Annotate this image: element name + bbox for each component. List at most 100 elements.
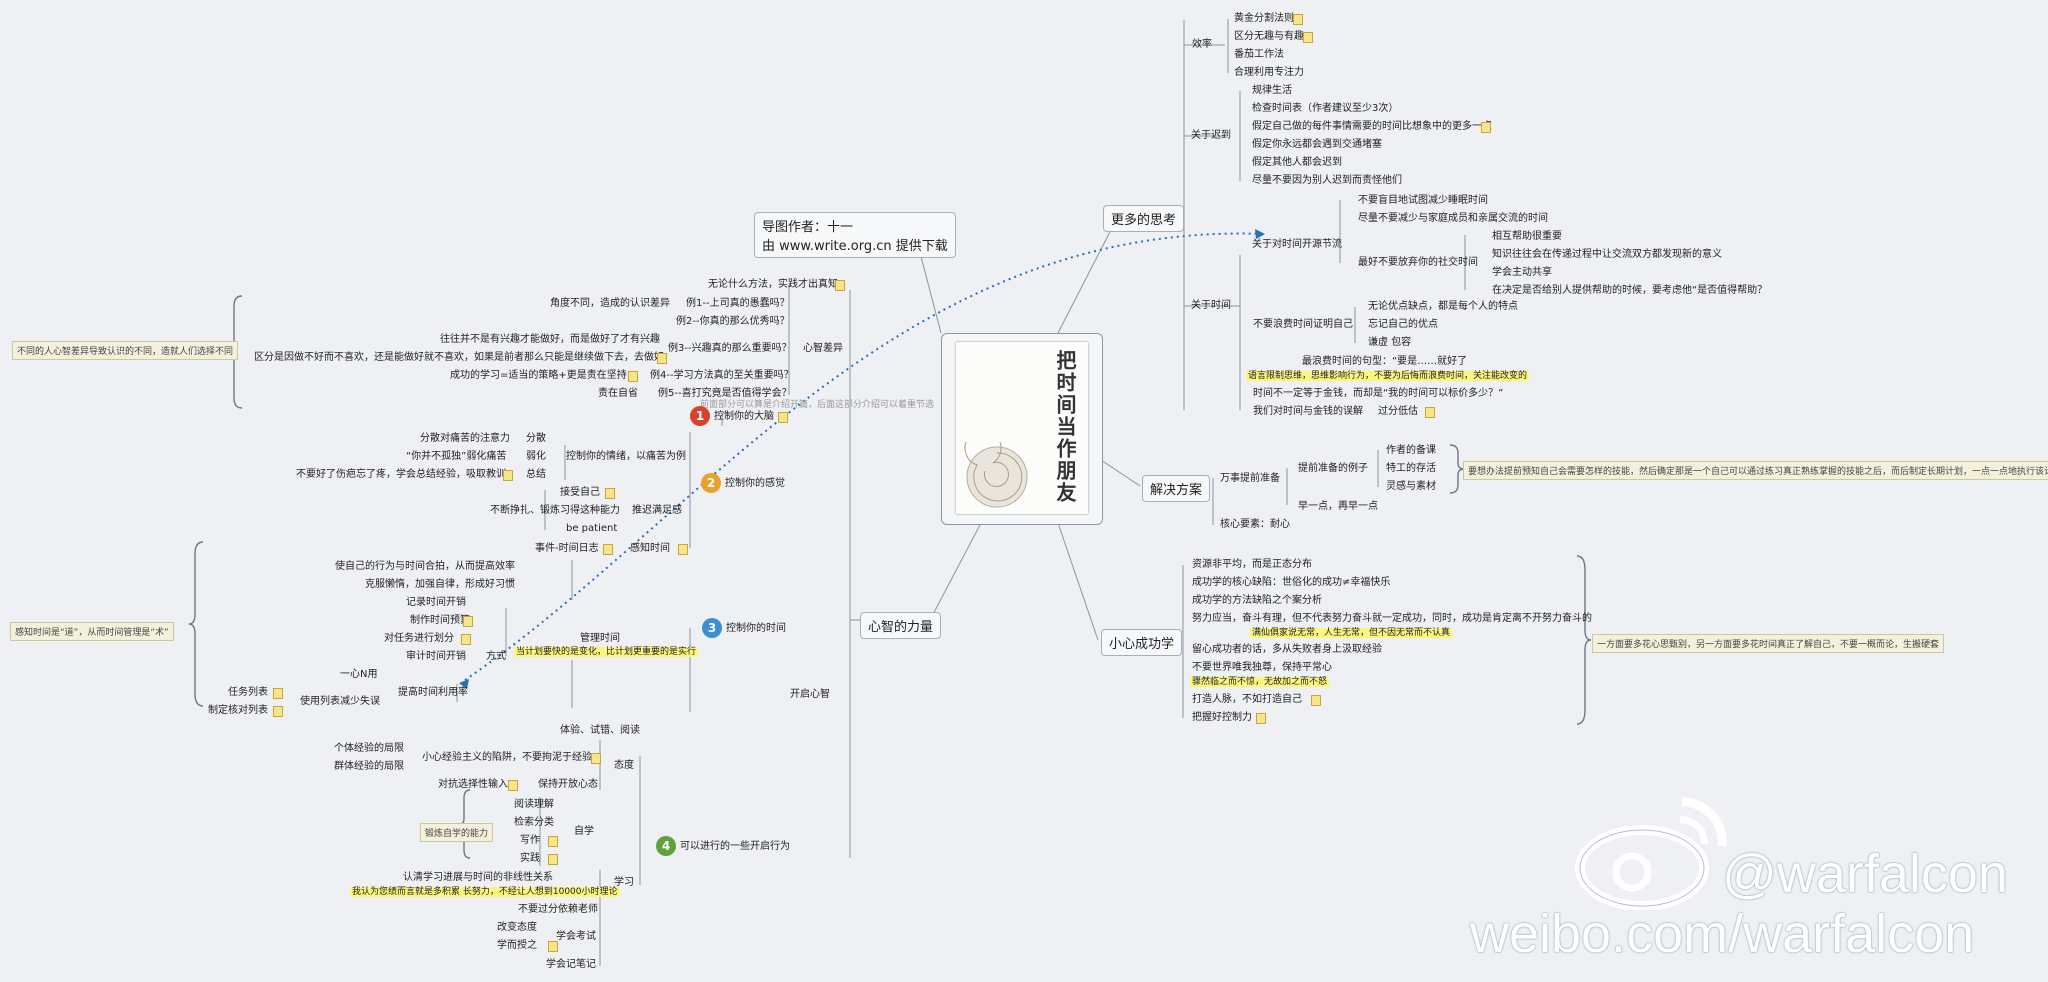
learn-item[interactable]: 不要过分依赖老师 — [518, 904, 598, 915]
branch-more-thoughts[interactable]: 更多的思考 — [1103, 205, 1185, 232]
efficiency-label[interactable]: 效率 — [1192, 39, 1212, 50]
social-item[interactable]: 在决定是否给别人提供帮助的时候，要考虑他“是否值得帮助？ — [1492, 285, 1768, 296]
branch-power-of-mind[interactable]: 心智的力量 — [860, 612, 942, 639]
central-topic-book[interactable]: 把时间当作朋友 — [941, 333, 1103, 525]
note-icon[interactable] — [273, 688, 283, 699]
pain-desc[interactable]: 分散对痛苦的注意力 — [420, 433, 510, 444]
note-icon[interactable] — [591, 753, 601, 764]
open-item[interactable]: 尽量不要减少与家庭成员和亲属交流的时间 — [1358, 213, 1548, 224]
diff-item[interactable]: 无论什么方法，实践才出真知 — [708, 279, 838, 290]
example-item[interactable]: 特工的存活 — [1386, 463, 1436, 474]
success-item[interactable]: 打造人脉，不如打造自己 — [1192, 694, 1302, 705]
diff-item[interactable]: 例4--学习方法真的至关重要吗？ — [650, 370, 794, 381]
learn-label[interactable]: 学习 — [614, 877, 634, 888]
overestimate-label[interactable]: 过分低估 — [1378, 406, 1418, 417]
late-item[interactable]: 尽量不要因为别人迟到而责怪他们 — [1252, 175, 1402, 186]
actions-label[interactable]: 可以进行的一些开启行为 — [680, 841, 790, 852]
attitude-label[interactable]: 态度 — [614, 760, 634, 771]
note-icon[interactable] — [657, 353, 667, 364]
ctrl-time-label[interactable]: 控制你的时间 — [726, 623, 786, 634]
accept-label[interactable]: 接受自己 — [560, 487, 600, 498]
improve-item[interactable]: 一心N用 — [340, 669, 378, 680]
diff-item[interactable]: 例1--上司真的愚蠢吗？ — [686, 298, 790, 309]
sense-desc[interactable]: 事件-时间日志 — [535, 543, 599, 554]
angle-label[interactable]: 角度不同，造成的认识差异 — [550, 298, 670, 309]
note-icon[interactable] — [461, 634, 471, 645]
exp-item[interactable]: 个体经验的局限 — [334, 743, 404, 754]
list-item[interactable]: 任务列表 — [228, 687, 268, 698]
delay-label[interactable]: 推迟满足感 — [632, 505, 682, 516]
self-item[interactable]: 阅读理解 — [514, 799, 554, 810]
example-item[interactable]: 灵感与素材 — [1386, 481, 1436, 492]
note-icon[interactable] — [1425, 407, 1435, 418]
open-item[interactable]: 不要盲目地试图减少睡眠时间 — [1358, 195, 1488, 206]
pain-desc[interactable]: “你并不孤独”弱化痛苦 — [406, 451, 507, 462]
success-item[interactable]: 留心成功者的话，多从失败者身上汲取经验 — [1192, 644, 1382, 655]
be-patient-label[interactable]: be patient — [566, 523, 618, 534]
list-item[interactable]: 制定核对列表 — [208, 705, 268, 716]
note-icon[interactable] — [678, 544, 688, 555]
note-icon[interactable] — [548, 941, 558, 952]
branch-be-careful-success[interactable]: 小心成功学 — [1101, 629, 1183, 656]
method-item[interactable]: 记录时间开销 — [406, 597, 466, 608]
about-time-label[interactable]: 关于时间 — [1191, 300, 1231, 311]
method-item[interactable]: 对任务进行划分 — [384, 633, 454, 644]
misunderstand-label[interactable]: 我们对时间与金钱的误解 — [1253, 406, 1363, 417]
method-label[interactable]: 方式 — [486, 651, 506, 662]
ctrl-brain-label[interactable]: 控制你的大脑 — [714, 411, 774, 422]
note-icon[interactable] — [548, 836, 558, 847]
learn-item[interactable]: 学会考试 — [556, 931, 596, 942]
early-label[interactable]: 早一点，再早一点 — [1298, 501, 1378, 512]
open-item[interactable]: 最好不要放弃你的社交时间 — [1358, 257, 1478, 268]
attitude-item[interactable]: 体验、试错、阅读 — [560, 725, 640, 736]
note-icon[interactable] — [835, 280, 845, 291]
note-icon[interactable] — [1311, 695, 1321, 706]
core-label[interactable]: 核心要素：耐心 — [1220, 519, 1290, 530]
improve-label[interactable]: 提高时间利用率 — [398, 687, 468, 698]
money-label[interactable]: 时间不一定等于金钱，而却是“我的时间可以标价多少？” — [1253, 388, 1504, 399]
branch-solutions[interactable]: 解决方案 — [1142, 475, 1211, 502]
self-item[interactable]: 实践 — [520, 853, 540, 864]
success-item[interactable]: 资源非平均，而是正态分布 — [1192, 559, 1312, 570]
open-mind-label[interactable]: 开启心智 — [790, 689, 830, 700]
note-icon[interactable] — [1293, 14, 1303, 25]
example-item[interactable]: 作者的备课 — [1386, 445, 1436, 456]
late-item[interactable]: 假定自己做的每件事情需要的时间比想象中的更多一点 — [1252, 121, 1492, 132]
note-icon[interactable] — [548, 854, 558, 865]
prove-item[interactable]: 无论优点缺点，都是每个人的特点 — [1368, 301, 1518, 312]
learn-highlight[interactable]: 我认为您绩而言就是多积累 长努力，不经让人想到10000小时理论 — [350, 885, 620, 899]
pain-item[interactable]: 分散 — [526, 433, 546, 444]
examples-label[interactable]: 提前准备的例子 — [1298, 463, 1368, 474]
ctrl-emotion-label[interactable]: 控制你的情绪，以痛苦为例 — [566, 451, 686, 462]
against-label[interactable]: 对抗选择性输入 — [438, 779, 508, 790]
note-icon[interactable] — [603, 544, 613, 555]
manage-desc[interactable]: 使自己的行为与时间合拍，从而提高效率 — [335, 561, 515, 572]
success-item[interactable]: 成功学的方法缺陷之个案分析 — [1192, 595, 1322, 606]
efficiency-item[interactable]: 番茄工作法 — [1234, 49, 1284, 60]
exam-item[interactable]: 学而授之 — [497, 940, 537, 951]
late-item[interactable]: 规律生活 — [1252, 85, 1292, 96]
social-item[interactable]: 学会主动共享 — [1492, 267, 1552, 278]
success-item[interactable]: 不要世界唯我独尊，保持平常心 — [1192, 662, 1332, 673]
pain-item[interactable]: 总结 — [526, 469, 546, 480]
note-icon[interactable] — [503, 470, 513, 481]
author-note-box[interactable]: 导图作者：十一 由 www.write.org.cn 提供下载 — [754, 212, 956, 258]
note-icon[interactable] — [463, 616, 473, 627]
prove-item[interactable]: 谦虚 包容 — [1368, 337, 1412, 348]
pain-desc[interactable]: 不要好了伤疤忘了疼，学会总结经验，吸取教训 — [296, 469, 506, 480]
improve-item[interactable]: 使用列表减少失误 — [300, 696, 380, 707]
note-icon[interactable] — [508, 780, 518, 791]
note-icon[interactable] — [628, 371, 638, 382]
attitude-item[interactable]: 保持开放心态 — [538, 779, 598, 790]
study-formula[interactable]: 成功的学习=适当的策略+更是责在坚持 — [450, 370, 627, 381]
exp-item[interactable]: 群体经验的局限 — [334, 761, 404, 772]
late-item[interactable]: 假定你永远都会遇到交通堵塞 — [1252, 139, 1382, 150]
learn-item[interactable]: 认清学习进展与时间的非线性关系 — [403, 872, 553, 883]
waste-highlight[interactable]: 语言限制思维，思维影响行为，不要为后悔而浪费时间，关注能改变的 — [1246, 369, 1530, 383]
efficiency-item[interactable]: 黄金分割法则 — [1234, 13, 1294, 24]
success-highlight-2[interactable]: 骤然临之而不惊，无故加之而不怒 — [1190, 675, 1330, 689]
plan-highlight[interactable]: 当计划要快的是变化，比计划更重要的是实行 — [514, 645, 699, 659]
method-item[interactable]: 审计时间开销 — [406, 651, 466, 662]
success-item[interactable]: 把握好控制力 — [1192, 712, 1252, 723]
efficiency-item[interactable]: 区分无趣与有趣 — [1234, 31, 1304, 42]
